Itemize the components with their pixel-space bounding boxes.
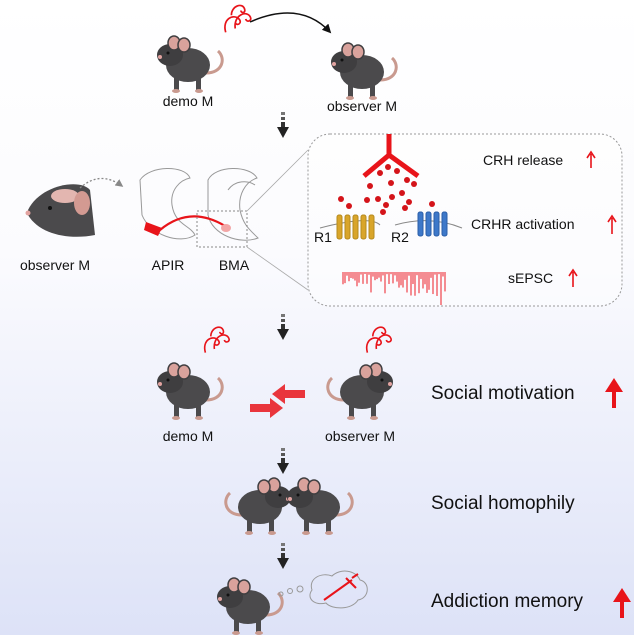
receptor-r2 [417,211,448,237]
receptor2-label: R2 [391,229,409,245]
down-arrow-icon [277,314,289,340]
projection-arrow [159,215,226,231]
demo-label: demo M [163,93,214,109]
mouse-left-icon [224,476,293,537]
bma-region [221,224,231,232]
vesicle [377,170,383,176]
region1-label: APIR [152,257,185,273]
vesicle [338,196,344,202]
vesicle [429,201,435,207]
left-arrow-icon [272,384,305,404]
vesicle [389,194,395,200]
sepsc-trace [342,272,446,305]
observer-mouse-icon [329,41,398,102]
observer-label: observer M [327,98,397,114]
down-arrow-icon [277,543,289,569]
axon-terminal [362,134,420,179]
vesicle [383,202,389,208]
crh-vesicles [338,164,435,215]
observer-mouse-icon [326,361,395,422]
vesicle [388,180,394,186]
observer-head-icon [25,184,95,237]
down-arrow-icon [277,448,289,474]
thought-bubble-icon [278,570,368,609]
apir-region [144,222,162,236]
vesicle [411,181,417,187]
odor-swirl-icon [203,326,230,354]
brain-section-apir [139,168,196,240]
brain-section-bma [207,168,259,241]
vesicle [380,209,386,215]
vesicle [346,203,352,209]
up-arrow-icon [586,150,596,168]
effect-crhr-activation: CRHR activation [471,216,574,232]
demo-mouse-icon [155,361,224,422]
mouse-right-icon [285,476,354,537]
vesicle [385,164,391,170]
up-arrow-icon [568,268,578,287]
effect-crh-release: CRH release [483,152,563,168]
vesicle [375,196,381,202]
inset-panel [307,133,623,307]
receptor-r1 [336,214,375,240]
vesicle [406,199,412,205]
demo-mouse-icon [155,34,224,95]
region2-label: BMA [219,257,250,273]
vesicle [399,190,405,196]
up-arrow-icon [607,214,617,234]
observer-label-circuit: observer M [20,257,90,273]
demo-label-interaction: demo M [163,428,214,444]
down-arrow-icon [277,112,289,138]
odor-swirl-icon [224,4,252,34]
mouse-icon [215,576,284,635]
up-arrow-icon [613,588,631,602]
receptor1-label: R1 [314,229,332,245]
vesicle [367,183,373,189]
vesicle [402,205,408,211]
effect-sepsc: sEPSC [508,270,553,286]
outcome-social-motivation: Social motivation [431,383,575,404]
vesicle [364,197,370,203]
zoom-box [196,210,248,248]
outcome-social-homophily: Social homophily [431,493,575,514]
observer-label-interaction: observer M [325,428,395,444]
syringe-icon [323,573,359,601]
right-arrow-icon [250,398,283,418]
transfer-arrow [249,12,332,34]
vesicle [394,168,400,174]
vesicle [404,177,410,183]
up-arrow-icon [605,378,623,392]
odor-swirl-icon [365,326,392,354]
outcome-addiction-memory: Addiction memory [431,591,584,612]
